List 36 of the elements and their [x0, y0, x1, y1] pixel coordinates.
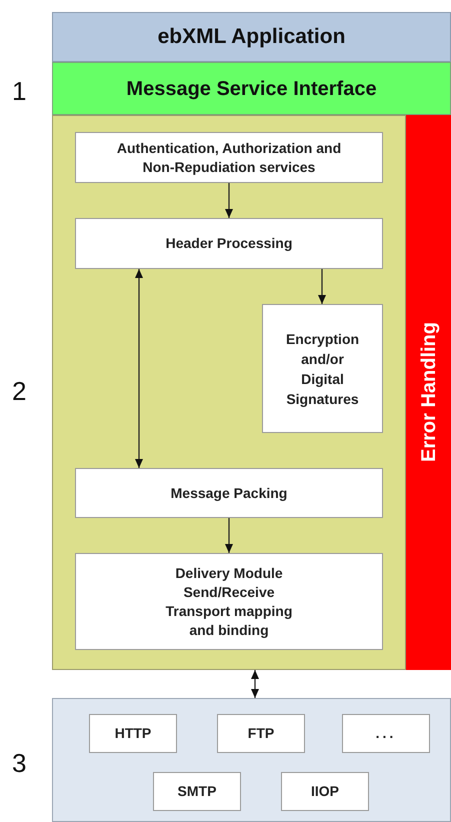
- protocol-box: [89, 714, 177, 753]
- layer-number: 2: [12, 375, 26, 408]
- process-box: [262, 304, 383, 433]
- bar-label: Error Handling: [416, 322, 440, 462]
- protocol-box: [342, 714, 430, 753]
- arrow: [251, 670, 259, 698]
- arrow: [135, 269, 143, 468]
- process-box: [75, 218, 383, 269]
- process-box: [75, 468, 383, 518]
- box-label: Encryption and/or Digital Signatures: [284, 330, 360, 408]
- protocol-box: [281, 772, 369, 811]
- side-bar: [406, 115, 451, 670]
- box-label: Delivery Module Send/Receive Transport mapping and binding: [164, 564, 294, 640]
- layer-number: 1: [12, 75, 26, 108]
- box-label: Authentication, Authorization and Non-Repudiation services: [116, 138, 342, 176]
- layer-panel: [52, 698, 451, 822]
- layer-band: [52, 12, 451, 62]
- box-label: IIOP: [310, 782, 340, 801]
- box-label: HTTP: [114, 724, 152, 743]
- box-label: ...: [374, 724, 398, 743]
- band-title: ebXML Application: [158, 24, 346, 50]
- layer-band: [52, 62, 451, 115]
- protocol-box: [153, 772, 241, 811]
- arrow: [318, 269, 326, 304]
- box-label: Header Processing: [164, 234, 294, 253]
- process-box: [75, 132, 383, 183]
- layer-number: 3: [12, 747, 26, 780]
- box-label: SMTP: [176, 782, 218, 801]
- layer-panel: [52, 115, 406, 670]
- band-title: Message Service Interface: [126, 76, 377, 102]
- process-box: [75, 553, 383, 650]
- arrow: [225, 183, 233, 218]
- arrow: [225, 518, 233, 553]
- protocol-box: [217, 714, 305, 753]
- box-label: FTP: [246, 724, 276, 743]
- box-label: Message Packing: [170, 484, 288, 502]
